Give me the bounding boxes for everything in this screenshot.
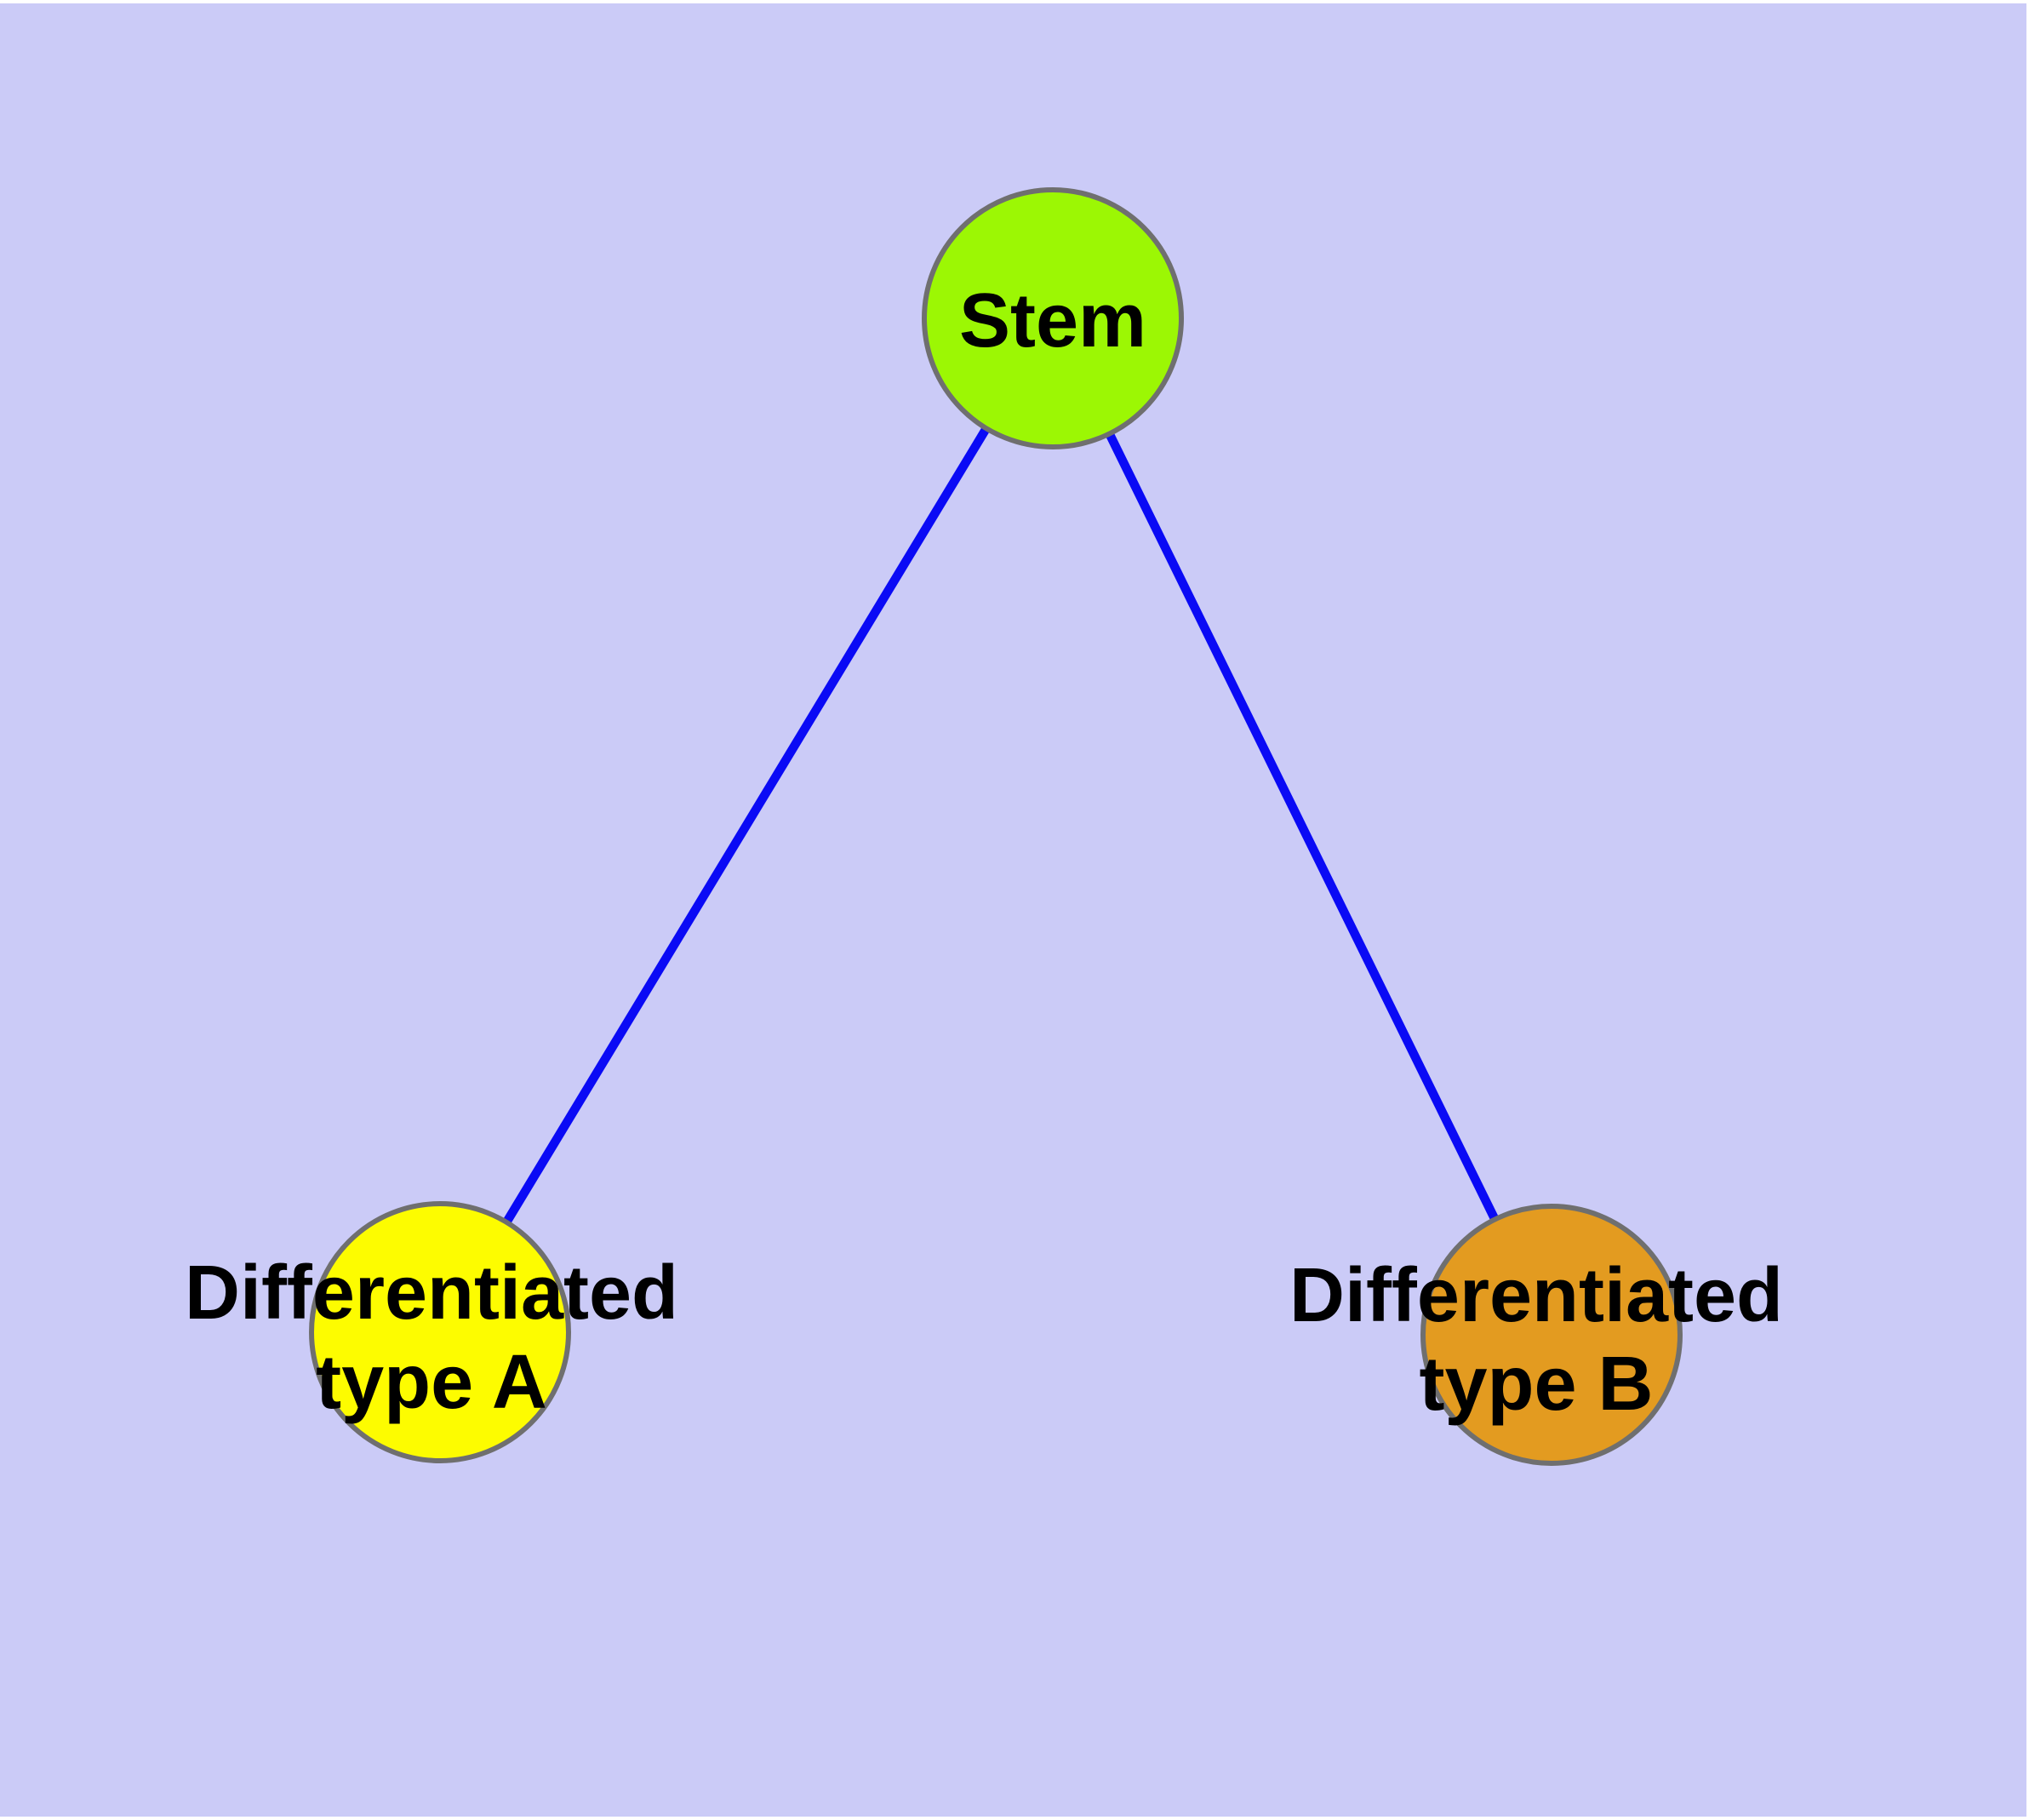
edge-stem-to-type-b (1049, 316, 1556, 1337)
node-differentiated-type-b (1420, 1204, 1683, 1466)
node-type-a-label-line1: Differentiated (185, 1251, 678, 1336)
node-type-b-label-line2: type B (1419, 1342, 1653, 1427)
node-differentiated-type-a (309, 1201, 571, 1463)
node-type-b-label-line1: Differentiated (1289, 1253, 1783, 1338)
node-stem-label: Stem (959, 278, 1146, 363)
edge-stem-to-type-a (436, 316, 1057, 1335)
node-stem (922, 187, 1184, 449)
node-type-a-label-line2: type A (316, 1340, 547, 1425)
